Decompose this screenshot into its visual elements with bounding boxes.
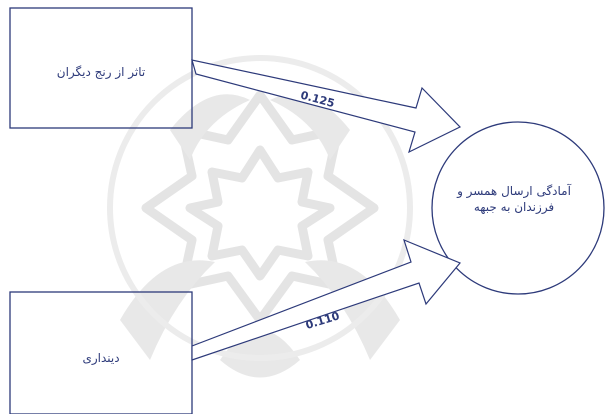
node-circle-target	[431, 121, 605, 295]
node-box-bottom-label: دینداری	[82, 351, 120, 365]
arrow-bottom-to-target	[191, 238, 461, 361]
arrow-top-to-target	[191, 59, 462, 154]
node-box-top	[9, 7, 193, 129]
node-box-top-label: تاثر از رنج دیگران	[56, 65, 146, 79]
node-circle-target-label: آمادگی ارسال همسر و فرزندان به جبهه	[457, 184, 571, 214]
